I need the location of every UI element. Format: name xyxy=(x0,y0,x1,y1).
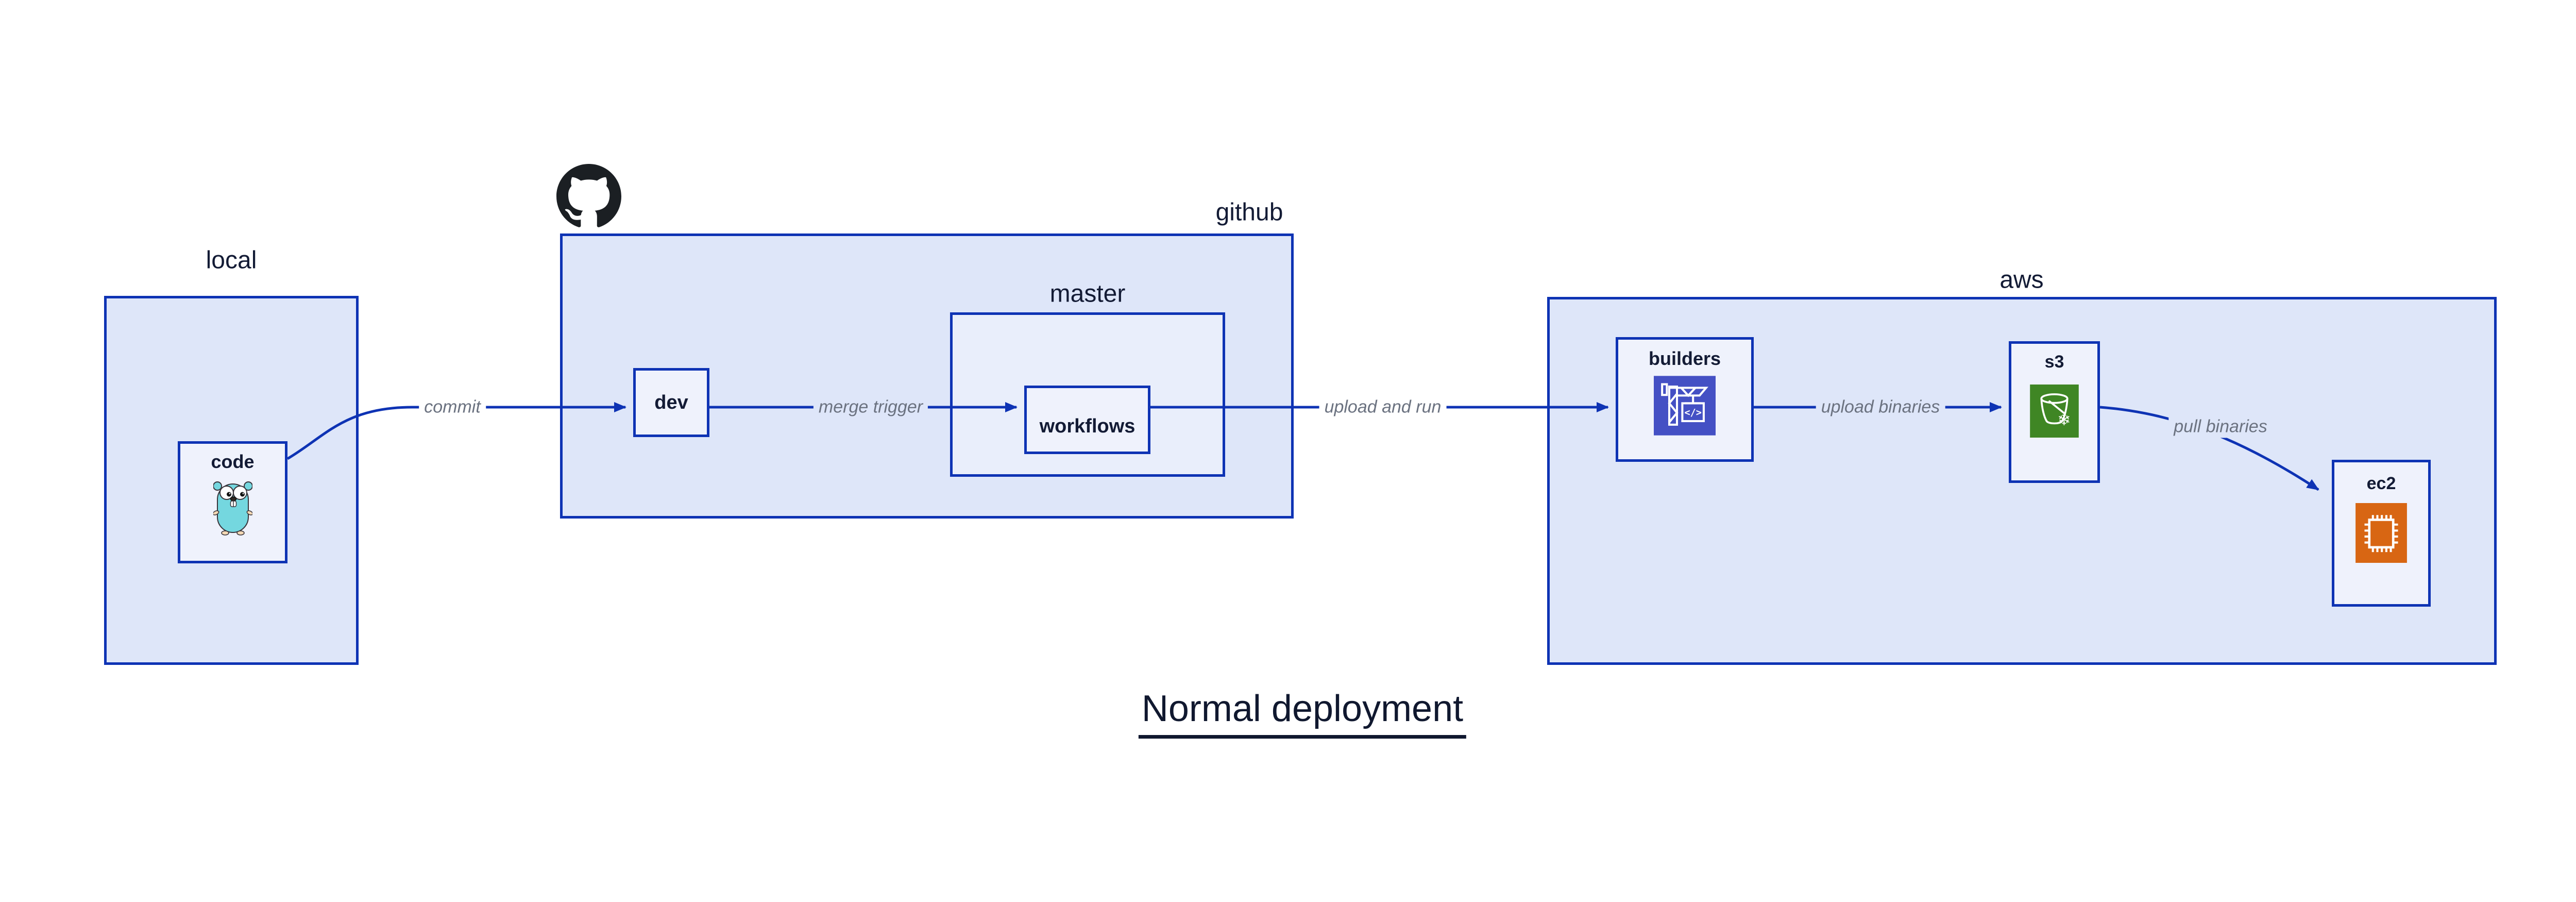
github-group-label: github xyxy=(1215,198,1283,226)
node-builders: builders </> xyxy=(1616,337,1754,462)
node-dev: dev xyxy=(633,368,709,437)
ec2-chip-icon xyxy=(2355,503,2407,565)
edge-commit-line xyxy=(286,402,626,460)
aws-group-label: aws xyxy=(1999,266,2044,294)
edge-upload-and-run-label: upload and run xyxy=(1319,396,1447,419)
s3-bucket-icon: ❄ xyxy=(2030,385,2079,440)
s3-snowflake-glyph: ❄ xyxy=(2057,411,2071,429)
edge-pull-binaries-label: pull binaries xyxy=(2168,415,2273,438)
github-octocat-icon xyxy=(556,164,621,231)
node-code-label: code xyxy=(211,451,255,472)
node-ec2: ec2 xyxy=(2332,460,2431,607)
node-s3: s3 ❄ xyxy=(2009,341,2100,483)
diagram-title: Normal deployment xyxy=(1138,688,1467,739)
node-dev-label: dev xyxy=(654,391,688,413)
codebuild-code-glyph: </> xyxy=(1684,408,1701,419)
edge-merge-trigger-label: merge trigger xyxy=(813,396,928,419)
node-s3-label: s3 xyxy=(2044,352,2064,372)
node-workflows-label: workflows xyxy=(1039,415,1136,437)
node-ec2-label: ec2 xyxy=(2366,474,2396,493)
local-group-label: local xyxy=(206,246,257,274)
node-builders-label: builders xyxy=(1648,348,1721,369)
go-gopher-icon xyxy=(212,481,253,538)
edge-commit-label: commit xyxy=(419,396,486,419)
edge-upload-binaries-label: upload binaries xyxy=(1816,396,1945,419)
master-group-label: master xyxy=(1049,280,1126,308)
node-workflows: workflows xyxy=(1024,386,1150,454)
codebuild-crane-icon: </> xyxy=(1654,376,1716,438)
node-code: code xyxy=(178,441,287,563)
